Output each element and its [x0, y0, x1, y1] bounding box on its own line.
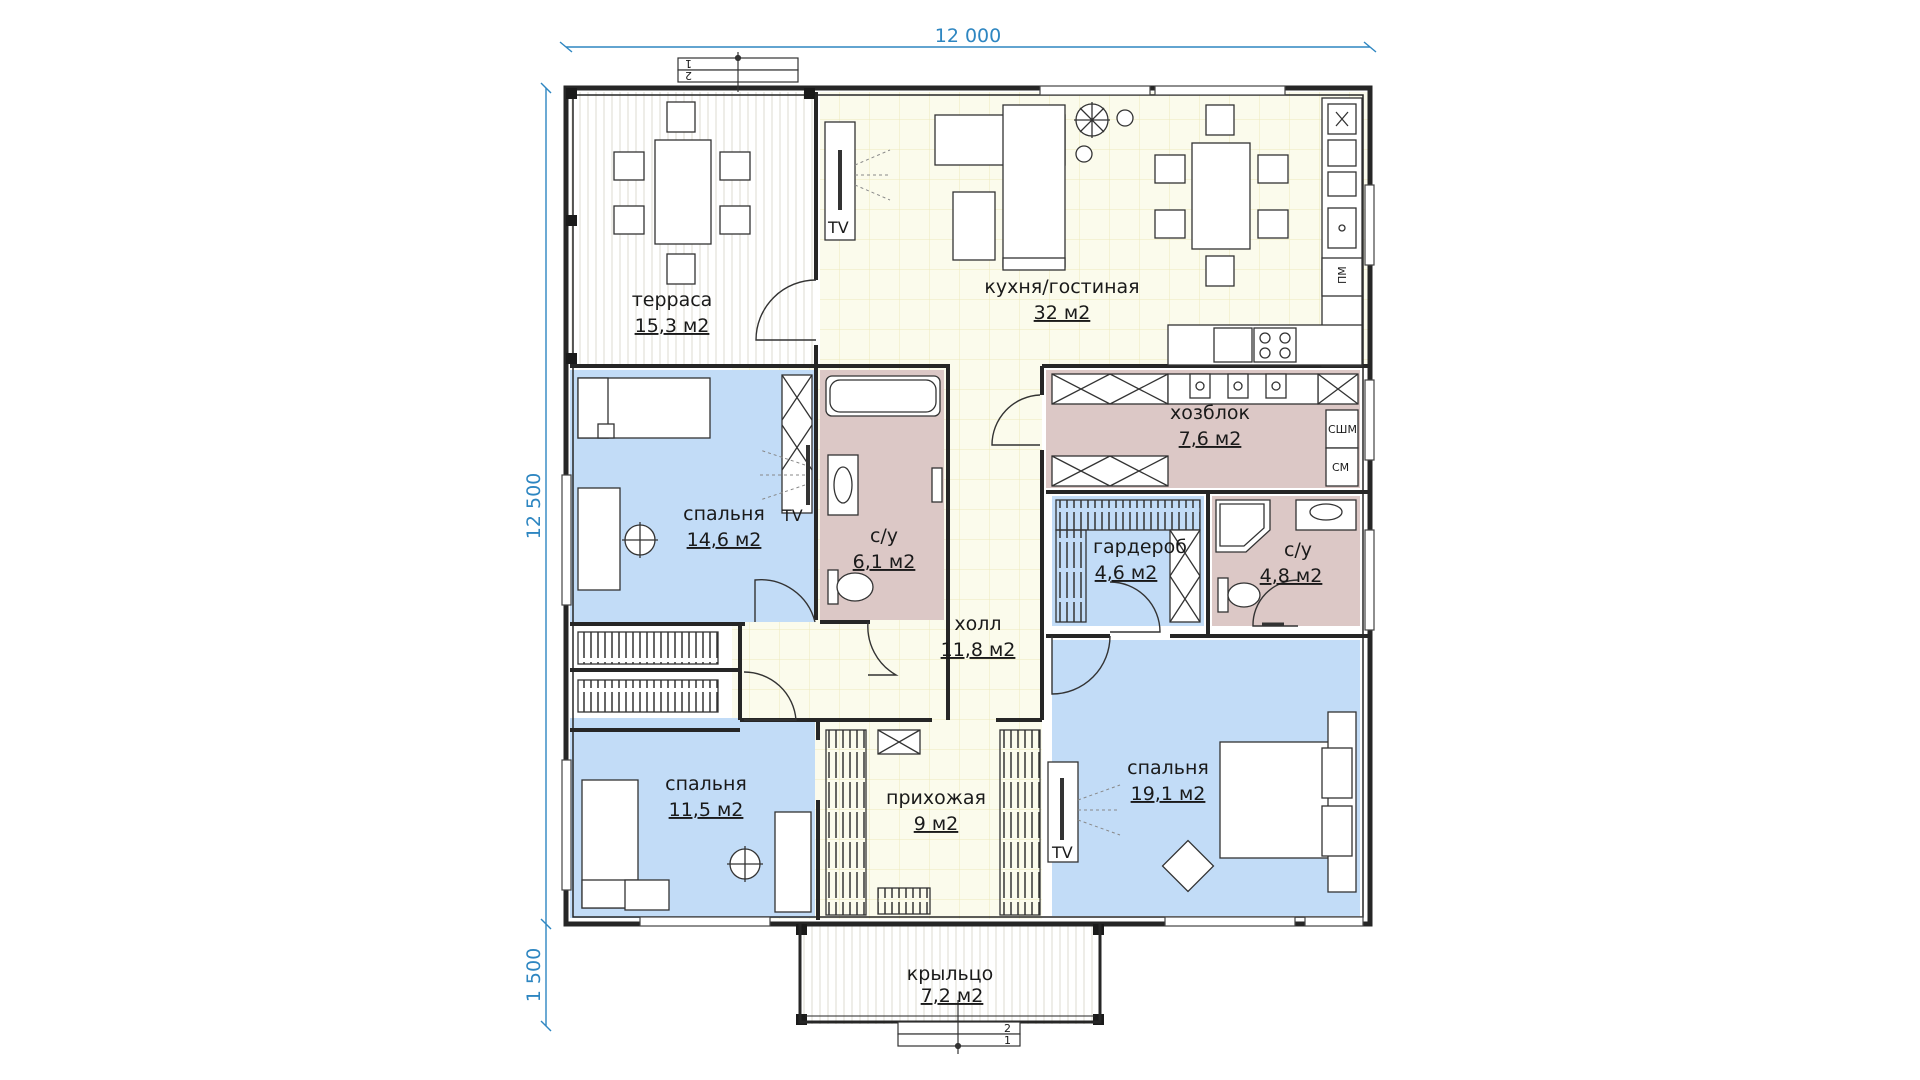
- desk-bedroom1: [577, 487, 621, 591]
- plant: [1074, 102, 1134, 163]
- toilet-bath2: [1217, 577, 1261, 613]
- porch-steps: 2 1: [897, 1000, 1021, 1054]
- terrace-steps: 1 2: [677, 52, 799, 92]
- utility-shelves: [1051, 373, 1169, 405]
- furniture: [577, 97, 1363, 916]
- doors: [743, 279, 1299, 721]
- bedroom2-name: спальня: [665, 773, 747, 795]
- porch-floor: [797, 924, 1103, 1024]
- entrance-name: прихожая: [886, 787, 986, 809]
- bath1-name: с/у: [870, 525, 898, 547]
- utility-area: 7,6 м2: [1179, 428, 1242, 450]
- dryer-label: СШМ: [1328, 423, 1357, 436]
- bedroom1-area: 14,6 м2: [687, 529, 762, 551]
- washer-label: СМ: [1332, 461, 1349, 474]
- terrace-area: 15,3 м2: [635, 315, 710, 337]
- dimension-lines: [540, 41, 1377, 1032]
- cooktop: [1253, 327, 1297, 363]
- chair-bedroom1: [622, 522, 658, 558]
- toilet-bath1: [827, 569, 874, 605]
- kitchen-name: кухня/гостиная: [984, 276, 1139, 298]
- bedroom1-name: спальня: [683, 503, 765, 525]
- tv-label-bedroom1: TV: [781, 506, 803, 525]
- wardrobe-area: 4,6 м2: [1095, 562, 1158, 584]
- step-label-2: 2: [1004, 1022, 1011, 1035]
- desk-bedroom2: [774, 811, 812, 913]
- room-labels: терраса 15,3 м2 кухня/гостиная 32 м2 спа…: [632, 276, 1323, 1007]
- porch-name: крыльцо: [907, 963, 993, 985]
- wardrobe-name: гардероб: [1093, 536, 1187, 558]
- terrace-step-label-2: 2: [685, 69, 692, 82]
- bedroom2-area: 11,5 м2: [669, 799, 744, 821]
- utility-name: хозблок: [1170, 402, 1250, 424]
- tv-label-bedroom3: TV: [1051, 843, 1073, 862]
- shoe-rack: [877, 887, 931, 915]
- hall-area: 11,8 м2: [941, 639, 1016, 661]
- tv-label-living: TV: [827, 218, 849, 237]
- bedroom3-area: 19,1 м2: [1131, 783, 1206, 805]
- dim-height: 12 500: [523, 473, 545, 539]
- tv-view-lines: [759, 149, 1121, 836]
- bedroom3-name: спальня: [1127, 757, 1209, 779]
- washer: [1325, 447, 1359, 487]
- entrance-area: 9 м2: [914, 813, 959, 835]
- hall-name: холл: [954, 613, 1001, 635]
- dim-width: 12 000: [935, 25, 1001, 47]
- wardrobe-entrance-right: [999, 729, 1041, 916]
- dishwasher-label: ПМ: [1336, 266, 1349, 284]
- outer-wall-inner: [572, 94, 1364, 918]
- terrace-step-label-1: 1: [685, 57, 692, 70]
- terrace-name: терраса: [632, 289, 713, 311]
- dining-table: [1191, 142, 1251, 250]
- porch-area: 7,2 м2: [921, 985, 984, 1007]
- step-label-1: 1: [1004, 1034, 1011, 1047]
- kitchen-area: 32 м2: [1034, 302, 1091, 324]
- bath2-name: с/у: [1284, 539, 1312, 561]
- terrace-table: [654, 139, 712, 245]
- coffee-table: [952, 191, 996, 261]
- windows: [561, 85, 1375, 927]
- dim-porch: 1 500: [523, 948, 545, 1002]
- bath1-area: 6,1 м2: [853, 551, 916, 573]
- armchair: [1161, 839, 1215, 893]
- wardrobe-entrance-left: [825, 729, 867, 916]
- chair-bedroom2: [727, 846, 763, 882]
- dryer: [1325, 409, 1359, 449]
- bath2-area: 4,8 м2: [1260, 565, 1323, 587]
